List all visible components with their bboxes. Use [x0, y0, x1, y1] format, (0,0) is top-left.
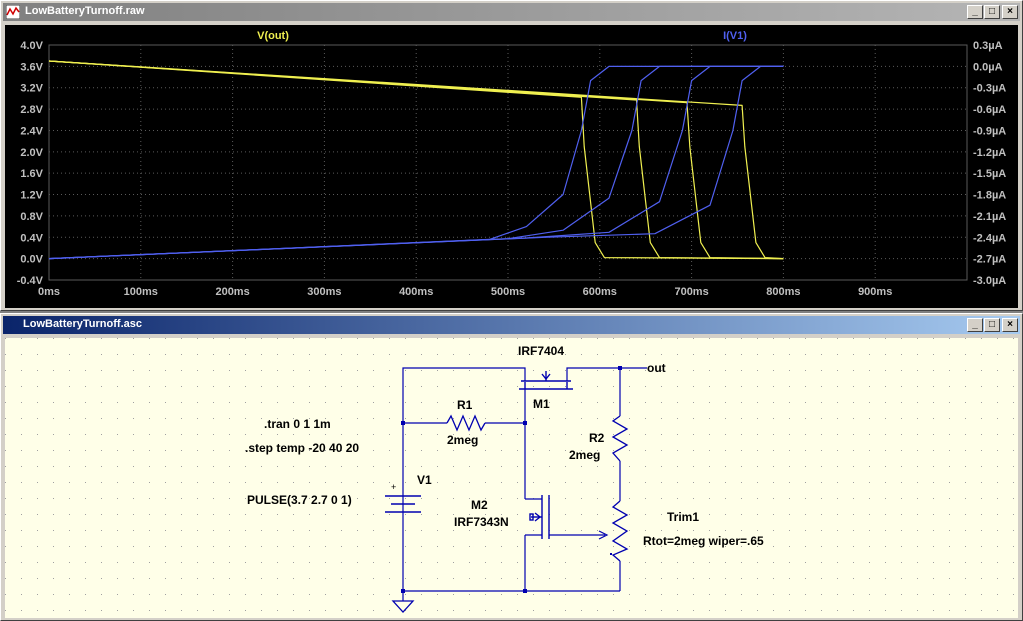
ground-symbol — [391, 600, 415, 613]
m1-name-label[interactable]: M1 — [533, 397, 550, 411]
trace-iv1-step-7[interactable] — [48, 65, 784, 260]
schematic-canvas[interactable]: IRF7404 M1 R1 2meg R2 2meg V1 PULSE(3.7 … — [5, 338, 1018, 618]
trace-label-iv1[interactable]: I(V1) — [723, 30, 747, 42]
trace-iv1-step-5[interactable] — [48, 65, 784, 260]
x-tick-label: 800ms — [766, 286, 800, 298]
y-right-tick-label: -3.0µA — [973, 275, 1006, 287]
y-left-tick-label: 3.2V — [20, 83, 43, 95]
x-tick-label: 100ms — [124, 286, 158, 298]
x-tick-label: 0ms — [38, 286, 60, 298]
junction-dots — [401, 366, 622, 593]
y-left-tick-label: 0.8V — [20, 211, 43, 223]
trim1-value-label[interactable]: Rtot=2meg wiper=.65 — [643, 534, 764, 548]
x-tick-label: 300ms — [307, 286, 341, 298]
y-right-tick-label: 0.0µA — [973, 61, 1003, 73]
waveform-window: LowBatteryTurnoff.raw _ □ × 0ms 100ms 200m… — [0, 0, 1023, 311]
maximize-button[interactable]: □ — [984, 5, 1000, 19]
schematic-grid — [5, 338, 1018, 618]
x-tick-label: 400ms — [399, 286, 433, 298]
y-left-tick-label: -0.4V — [17, 275, 44, 287]
r1-resistor[interactable] — [446, 414, 486, 432]
r2-resistor[interactable] — [611, 415, 629, 462]
schematic-window-title: LowBatteryTurnoff.asc — [23, 318, 142, 330]
trim1-potentiometer[interactable] — [611, 500, 629, 562]
v1-battery-symbol[interactable] — [385, 495, 421, 513]
trim1-wiper-arrow — [598, 530, 609, 540]
r2-value-label[interactable]: 2meg — [569, 448, 600, 462]
v1-plus-sign: + — [391, 482, 396, 492]
schematic-wires[interactable] — [402, 367, 647, 601]
y-right-tick-label: -0.3µA — [973, 83, 1006, 95]
trim1-dot — [610, 553, 612, 555]
v1-value-label[interactable]: PULSE(3.7 2.7 0 1) — [247, 493, 352, 507]
r1-name-label[interactable]: R1 — [457, 398, 473, 412]
y-right-tick-label: -0.6µA — [973, 104, 1006, 116]
schematic-window: LowBatteryTurnoff.asc _ □ × — [0, 313, 1023, 621]
y-left-tick-label: 1.6V — [20, 168, 43, 180]
r1-value-label[interactable]: 2meg — [447, 433, 478, 447]
v1-name-label[interactable]: V1 — [417, 473, 432, 487]
x-tick-label: 500ms — [491, 286, 525, 298]
y-right-tick-label: 0.3µA — [973, 40, 1003, 52]
trace-iv1-step-4[interactable] — [48, 65, 784, 260]
close-button[interactable]: × — [1002, 318, 1018, 332]
tran-directive[interactable]: .tran 0 1 1m — [264, 417, 331, 431]
waveform-plot[interactable]: 0ms 100ms 200ms 300ms 400ms 500ms 600ms 700ms 80… — [5, 25, 1018, 308]
close-button[interactable]: × — [1002, 5, 1018, 19]
trace-vout-step-3[interactable] — [48, 60, 784, 260]
y-left-tick-label: 2.4V — [20, 125, 43, 137]
y-right-tick-label: -2.4µA — [973, 232, 1006, 244]
waveform-plot-area[interactable]: 0ms 100ms 200ms 300ms 400ms 500ms 600ms 700ms 80… — [5, 25, 1018, 308]
trace-vout-step-2[interactable] — [48, 60, 784, 260]
waveform-app-icon — [6, 5, 20, 19]
y-left-tick-label: 0.0V — [20, 254, 43, 266]
schematic-titlebar[interactable]: LowBatteryTurnoff.asc _ □ × — [3, 316, 1020, 334]
minimize-button[interactable]: _ — [967, 318, 983, 332]
y-right-tick-label: -0.9µA — [973, 125, 1006, 137]
r2-name-label[interactable]: R2 — [589, 431, 605, 445]
y-left-tick-label: 3.6V — [20, 61, 43, 73]
plot-background — [5, 25, 1018, 308]
x-tick-label: 700ms — [674, 286, 708, 298]
schematic-drawing[interactable]: IRF7404 M1 R1 2meg R2 2meg V1 PULSE(3.7 … — [5, 338, 1018, 618]
trace-vout-step-0[interactable] — [48, 60, 784, 260]
out-net-label[interactable]: out — [647, 361, 666, 375]
y-left-tick-label: 2.0V — [20, 147, 43, 159]
trace-label-vout[interactable]: V(out) — [257, 30, 289, 42]
plot-frame — [48, 44, 968, 281]
y-right-tick-label: -1.2µA — [973, 147, 1006, 159]
waveform-titlebar[interactable]: LowBatteryTurnoff.raw _ □ × — [3, 3, 1020, 21]
x-tick-label: 600ms — [583, 286, 617, 298]
m1-part-label[interactable]: IRF7404 — [518, 344, 564, 358]
waveform-window-title: LowBatteryTurnoff.raw — [25, 5, 145, 17]
y-left-tick-label: 1.2V — [20, 190, 43, 202]
y-left-tick-label: 0.4V — [20, 232, 43, 244]
y-right-tick-label: -1.8µA — [973, 190, 1006, 202]
minimize-button[interactable]: _ — [967, 5, 983, 19]
trim1-name-label[interactable]: Trim1 — [667, 510, 699, 524]
y-left-tick-label: 4.0V — [20, 40, 43, 52]
x-tick-label: 200ms — [215, 286, 249, 298]
x-tick-label: 900ms — [858, 286, 892, 298]
m2-name-label[interactable]: M2 — [471, 498, 488, 512]
maximize-button[interactable]: □ — [984, 318, 1000, 332]
m1-pmos-symbol[interactable] — [519, 371, 573, 390]
m2-nmos-symbol[interactable] — [529, 495, 550, 539]
y-left-tick-label: 2.8V — [20, 104, 43, 116]
y-right-tick-label: -1.5µA — [973, 168, 1006, 180]
y-right-tick-label: -2.7µA — [973, 254, 1006, 266]
step-directive[interactable]: .step temp -20 40 20 — [245, 441, 359, 455]
y-right-tick-label: -2.1µA — [973, 211, 1006, 223]
m2-part-label[interactable]: IRF7343N — [454, 515, 509, 529]
